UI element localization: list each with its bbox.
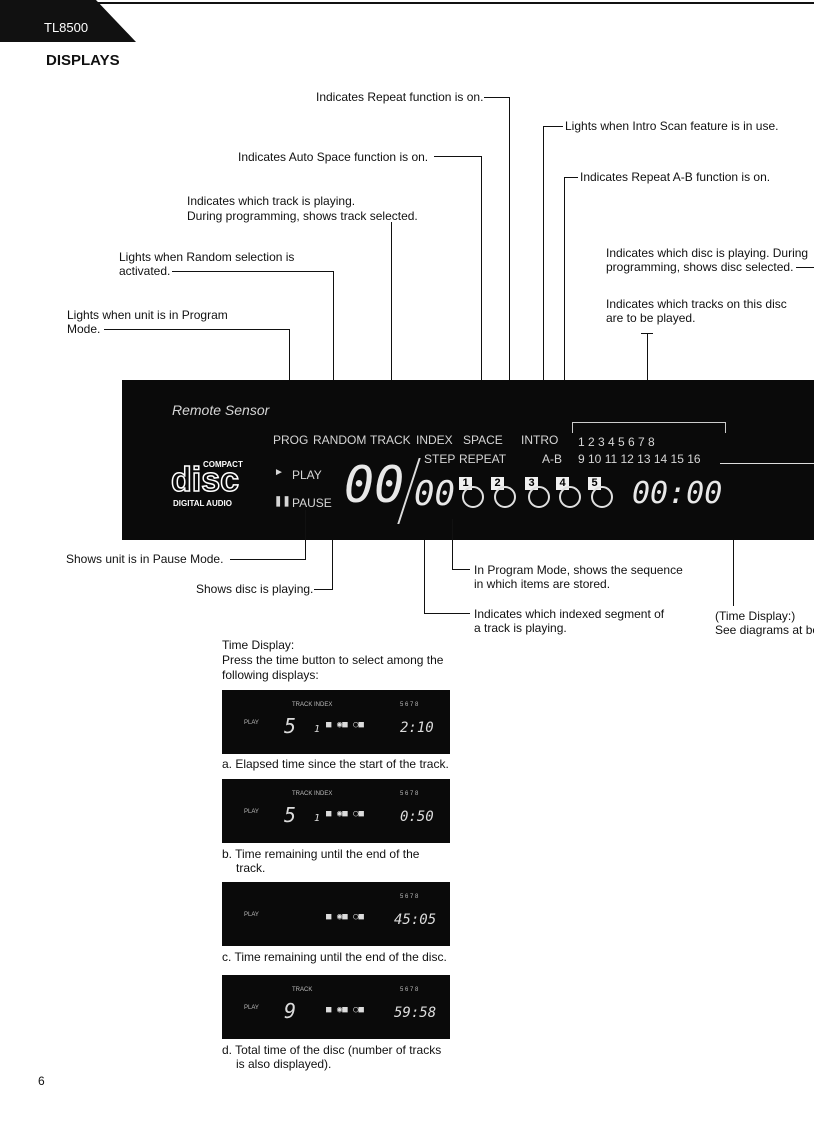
callout-program-1: Lights when unit is in Program <box>67 308 228 322</box>
model-label: TL8500 <box>44 20 89 35</box>
pause-label: PAUSE <box>292 496 332 510</box>
track-bracket <box>572 422 726 433</box>
disc-3-icon <box>528 486 550 508</box>
example-caption-d-1: d. Total time of the disc (number of tra… <box>222 1043 442 1057</box>
example-panel-d: TRACK 5 6 7 8 PLAY 9 ■ ◉■ ○■ 59:58 <box>222 975 450 1039</box>
play-label: PLAY <box>292 468 322 482</box>
example-a-discs: ■ ◉■ ○■ <box>326 720 364 730</box>
example-b-time: 0:50 <box>400 809 434 825</box>
callout-time-2: See diagrams at be <box>715 623 814 637</box>
example-panel-b: TRACK INDEX 5 6 7 8 PLAY 5 1 ■ ◉■ ○■ 0:5… <box>222 779 450 843</box>
example-caption-c: c. Time remaining until the end of the d… <box>222 950 447 964</box>
callout-program-2: Mode. <box>67 322 101 336</box>
disc-4-icon <box>559 486 581 508</box>
indicator-step: STEP <box>424 452 456 466</box>
example-b-top-left: TRACK INDEX <box>292 791 333 797</box>
callout-repeat: Indicates Repeat function is on. <box>316 90 484 104</box>
example-b-index: 1 <box>314 813 321 824</box>
time-display-intro-2: Press the time button to select among th… <box>222 653 444 667</box>
compact-disc-logo: COMPACT disc DIGITAL AUDIO <box>169 460 269 512</box>
callout-repeat-ab: Indicates Repeat A-B function is on. <box>580 170 771 184</box>
indicator-random: RANDOM <box>313 433 367 447</box>
disc-2-icon <box>494 486 516 508</box>
example-panel-c: 5 6 7 8 PLAY ■ ◉■ ○■ 45:05 <box>222 882 450 946</box>
indicator-intro: INTRO <box>521 433 559 447</box>
example-d-play: PLAY <box>244 1005 259 1011</box>
example-a-top-right: 5 6 7 8 <box>400 702 419 708</box>
track-numbers-row1: 1 2 3 4 5 6 7 8 <box>578 435 655 449</box>
logo-compact: COMPACT <box>203 460 243 469</box>
callout-sequence-2: in which items are stored. <box>474 577 611 591</box>
play-arrow-icon: ► <box>274 467 284 478</box>
example-d-discs: ■ ◉■ ○■ <box>326 1005 364 1015</box>
callout-random-2: activated. <box>119 264 171 278</box>
callout-index-2: a track is playing. <box>474 621 567 635</box>
callout-pause: Shows unit is in Pause Mode. <box>66 552 224 566</box>
example-d-top-left: TRACK <box>292 987 313 993</box>
example-b-top-right: 5 6 7 8 <box>400 791 419 797</box>
example-b-discs: ■ ◉■ ○■ <box>326 809 364 819</box>
example-caption-d-2: is also displayed). <box>236 1057 332 1071</box>
example-a-play: PLAY <box>244 720 259 726</box>
time-digits: 00:00 <box>632 476 723 511</box>
example-d-time: 59:58 <box>394 1005 437 1021</box>
example-c-time: 45:05 <box>394 912 437 928</box>
header-tab: TL8500 <box>0 0 140 42</box>
indicator-repeat: REPEAT <box>459 452 507 466</box>
header-tab-shape <box>0 0 136 42</box>
example-caption-b-1: b. Time remaining until the end of the <box>222 847 420 861</box>
disc-1-icon <box>462 486 484 508</box>
callout-sequence-1: In Program Mode, shows the sequence <box>474 563 683 577</box>
callout-track-2: During programming, shows track selected… <box>187 209 418 223</box>
callout-tracks-1: Indicates which tracks on this disc <box>606 297 787 311</box>
callout-random-1: Lights when Random selection is <box>119 250 295 264</box>
example-a-index: 1 <box>314 724 321 735</box>
indicator-track: TRACK <box>370 433 411 447</box>
callout-disc-1: Indicates which disc is playing. During <box>606 246 809 260</box>
section-title: DISPLAYS <box>46 52 120 69</box>
index-digits: 00 <box>414 474 455 514</box>
example-d-track: 9 <box>284 999 297 1023</box>
callout-index-1: Indicates which indexed segment of <box>474 607 665 621</box>
disc-5-icon <box>591 486 613 508</box>
example-c-discs: ■ ◉■ ○■ <box>326 912 364 922</box>
logo-disc: disc <box>170 461 240 499</box>
callout-auto-space: Indicates Auto Space function is on. <box>238 150 429 164</box>
pause-icon: ❚❚ <box>274 496 291 507</box>
callout-track-1: Indicates which track is playing. <box>187 194 356 208</box>
track-numbers-row2: 9 10 11 12 13 14 15 16 <box>578 452 701 466</box>
example-b-play: PLAY <box>244 809 259 815</box>
example-b-track: 5 <box>284 803 297 827</box>
example-a-top-left: TRACK INDEX <box>292 702 333 708</box>
display-panel: Remote Sensor PROG RANDOM TRACK INDEX SP… <box>122 380 814 540</box>
callout-disc-2: programming, shows disc selected. <box>606 260 794 274</box>
leader-tracks-right <box>720 463 814 464</box>
example-d-top-right: 5 6 7 8 <box>400 987 419 993</box>
example-c-top-right: 5 6 7 8 <box>400 894 419 900</box>
track-digits: 00 <box>344 456 405 514</box>
header-rule <box>96 2 814 4</box>
indicator-space: SPACE <box>463 433 503 447</box>
example-a-time: 2:10 <box>400 720 434 736</box>
remote-sensor-label: Remote Sensor <box>172 402 270 418</box>
logo-digital-audio: DIGITAL AUDIO <box>173 499 232 508</box>
example-a-track: 5 <box>284 714 297 738</box>
time-display-intro-3: following displays: <box>222 668 319 682</box>
page-number: 6 <box>38 1074 45 1088</box>
example-caption-a: a. Elapsed time since the start of the t… <box>222 757 449 771</box>
example-caption-b-2: track. <box>236 861 266 875</box>
callout-tracks-2: are to be played. <box>606 311 696 325</box>
callout-playing: Shows disc is playing. <box>196 582 314 596</box>
indicator-ab: A-B <box>542 452 563 466</box>
time-display-intro-1: Time Display: <box>222 638 295 652</box>
indicator-prog: PROG <box>273 433 309 447</box>
example-c-play: PLAY <box>244 912 259 918</box>
example-panel-a: TRACK INDEX 5 6 7 8 PLAY 5 1 ■ ◉■ ○■ 2:1… <box>222 690 450 754</box>
callout-intro-scan: Lights when Intro Scan feature is in use… <box>565 119 779 133</box>
indicator-index: INDEX <box>416 433 453 447</box>
leader-time <box>733 540 734 606</box>
callout-time-1: (Time Display:) <box>715 609 796 623</box>
